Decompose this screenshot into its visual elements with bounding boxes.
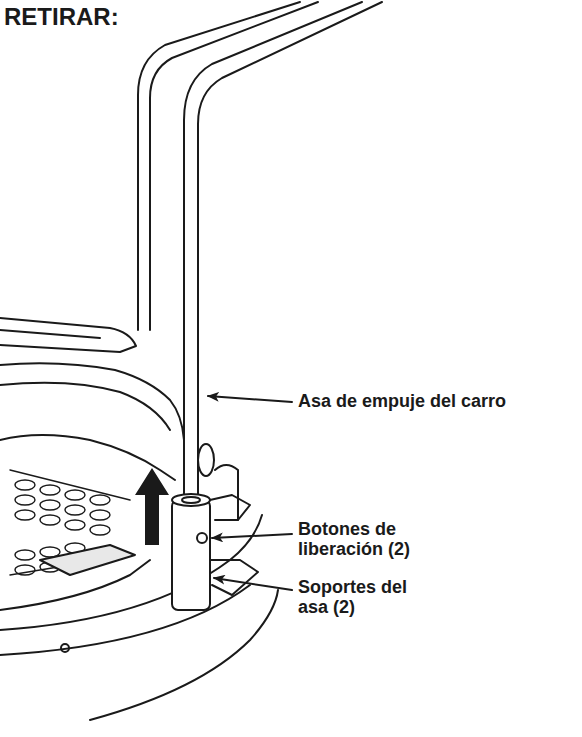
part-label: Asa de empuje del carro bbox=[298, 392, 568, 412]
diagram-title: RETIRAR: bbox=[4, 4, 119, 30]
part-label: Botones de liberación (2) bbox=[298, 520, 468, 560]
part-label: Soportes del asa (2) bbox=[298, 578, 408, 618]
